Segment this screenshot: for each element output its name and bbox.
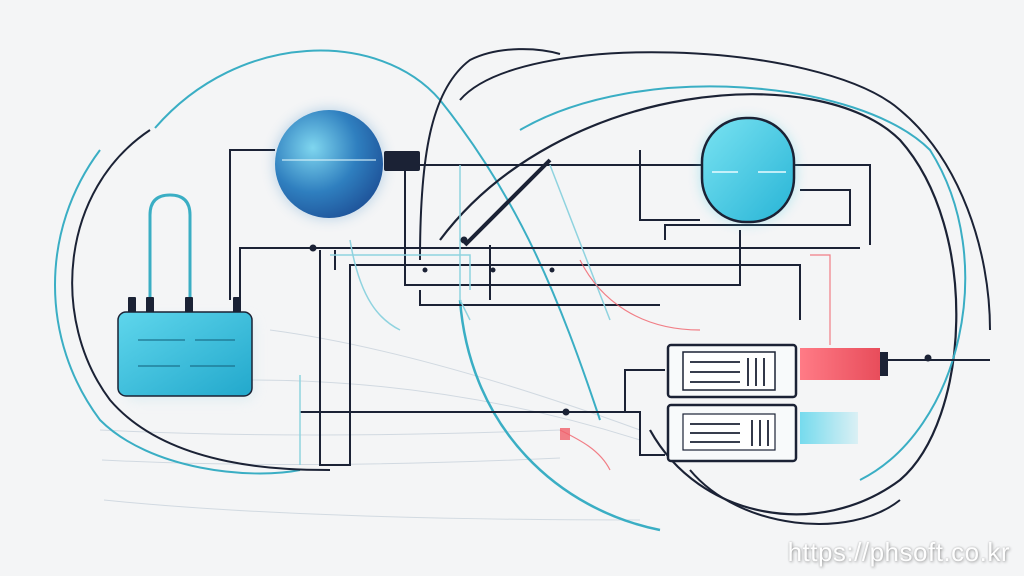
teal-left-arc (54, 149, 301, 475)
diagonal-cable (463, 158, 552, 247)
cyan-connector-plug (800, 412, 858, 444)
router-antenna-loop (148, 193, 192, 300)
server-unit-bottom (666, 403, 798, 463)
teal-bottom-curve (458, 299, 661, 532)
router-device-icon (117, 193, 254, 400)
dark-left-arc (71, 129, 331, 471)
bus-wires (229, 149, 990, 466)
outer-loop-wires (54, 48, 991, 532)
background-sketch-lines (99, 329, 641, 521)
small-red-plug (560, 428, 570, 440)
capsule-node-icon (700, 116, 796, 224)
dark-right-loop (439, 93, 958, 516)
router-ports (128, 297, 241, 315)
dark-bottom-curve (689, 469, 901, 525)
dark-top-loop (459, 51, 991, 331)
light-teal-wires (299, 164, 611, 465)
watermark-text: https://phsoft.co.kr (787, 537, 1010, 567)
server-unit-top (666, 343, 798, 399)
sphere-node-icon (273, 108, 420, 220)
sphere-connector (384, 151, 420, 171)
red-connector-plug (800, 348, 888, 380)
teal-right-loop (519, 85, 967, 481)
dark-upper-left-curve (419, 48, 561, 261)
junction-dots (309, 236, 932, 416)
